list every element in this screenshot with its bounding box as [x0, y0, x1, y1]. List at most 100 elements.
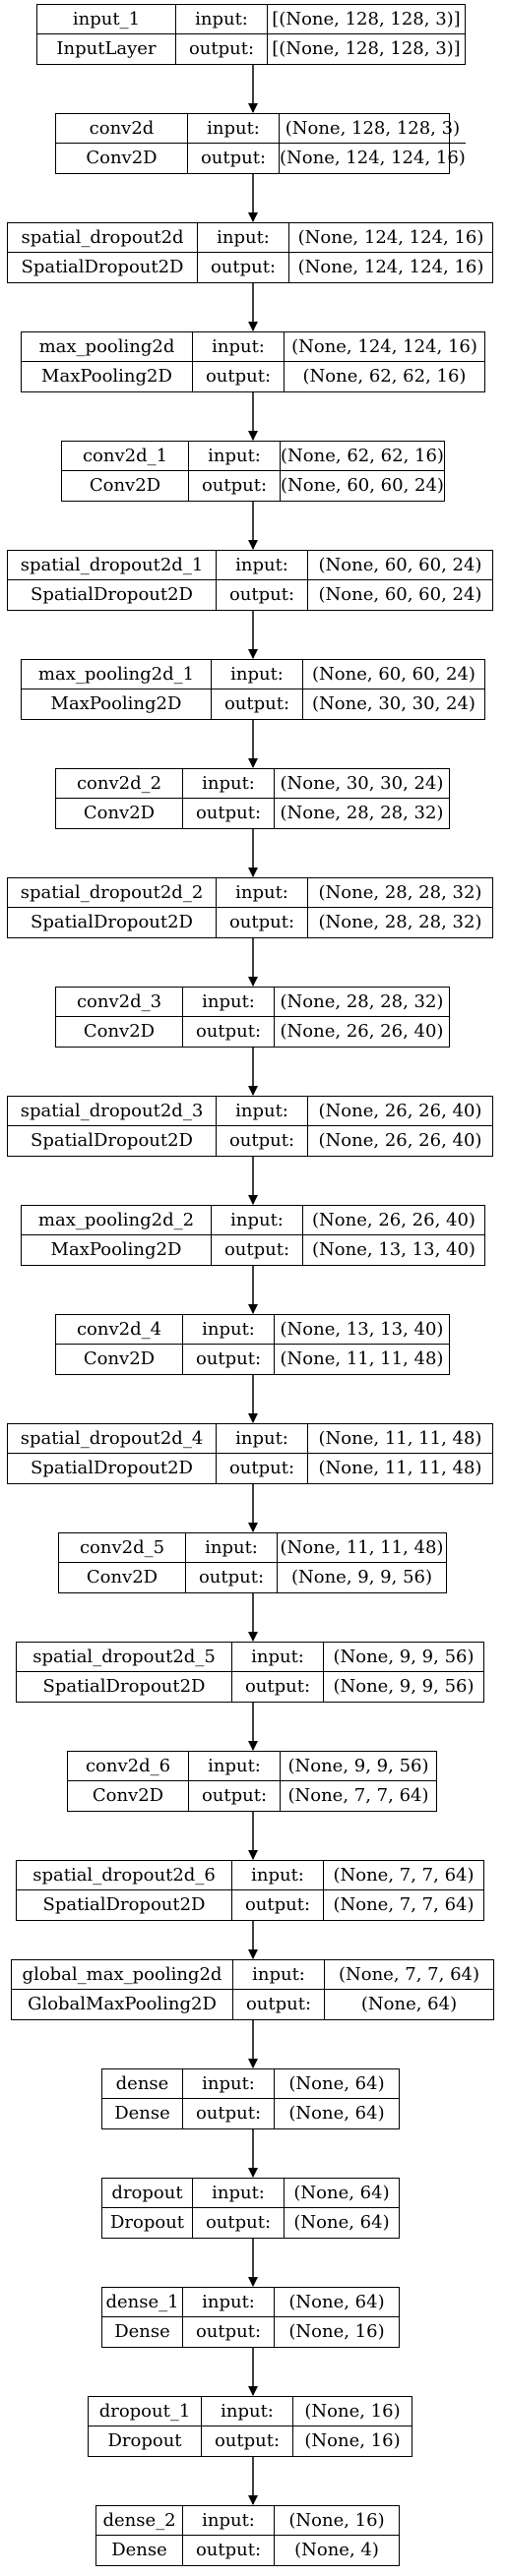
output-label: output:: [183, 1017, 275, 1047]
input-shape: (None, 11, 11, 48): [278, 1533, 446, 1563]
output-label: output:: [186, 1563, 278, 1592]
output-label: output:: [233, 1990, 325, 2019]
layer-name: max_pooling2d_1: [22, 660, 212, 689]
layer-type: Conv2D: [56, 1017, 183, 1047]
input-label: input:: [212, 1206, 303, 1235]
output-shape: (None, 30, 30, 24): [312, 693, 475, 714]
layer-name: spatial_dropout2d_2: [8, 878, 217, 908]
layer-name: conv2d_4: [56, 1315, 183, 1345]
layer-type: SpatialDropout2D: [8, 908, 217, 937]
output-shape: (None, 64): [293, 2212, 390, 2233]
layer-type: Dense: [96, 2536, 183, 2565]
layer-type: Conv2D: [59, 1563, 186, 1592]
output-shape: (None, 124, 124, 16): [280, 148, 466, 168]
input-shape: (None, 64): [275, 2288, 399, 2317]
output-label: output:: [232, 1672, 324, 1702]
layer-type: SpatialDropout2D: [17, 1672, 232, 1702]
input-label: input:: [198, 223, 289, 253]
output-label: output:: [217, 908, 308, 937]
layer-name: max_pooling2d: [22, 332, 193, 362]
input-label: input:: [193, 332, 285, 362]
input-shape: (None, 26, 26, 40): [303, 1206, 484, 1235]
layer-type: SpatialDropout2D: [8, 580, 217, 610]
input-label: input:: [183, 769, 275, 799]
output-label: output:: [188, 144, 280, 173]
layer-name: conv2d_2: [56, 769, 183, 799]
layer-type: MaxPooling2D: [22, 689, 212, 719]
input-label: input:: [233, 1960, 325, 1990]
layer-name: dropout: [102, 2179, 193, 2208]
input-shape: (None, 13, 13, 40): [275, 1315, 449, 1345]
input-label: input:: [188, 114, 280, 144]
input-label: input:: [212, 660, 303, 689]
input-label: input:: [202, 2397, 293, 2426]
layer-name: dense_2: [96, 2506, 183, 2536]
layer-type: Conv2D: [56, 799, 183, 828]
layer-name: spatial_dropout2d_4: [8, 1424, 217, 1454]
layer-type: Dropout: [102, 2208, 193, 2238]
input-label: input:: [189, 1752, 281, 1781]
layer-type: SpatialDropout2D: [8, 1126, 217, 1156]
layer-type: Conv2D: [56, 144, 188, 173]
input-shape: (None, 9, 9, 56): [324, 1643, 483, 1672]
input-shape: (None, 60, 60, 24): [308, 551, 492, 580]
input-label: input:: [217, 1097, 308, 1126]
layer-type: Dense: [102, 2317, 183, 2347]
output-label: output:: [183, 799, 275, 828]
layer-type: Conv2D: [68, 1781, 189, 1811]
output-shape: (None, 124, 124, 16): [297, 257, 484, 277]
input-label: input:: [176, 5, 268, 34]
layer-name: dense_1: [102, 2288, 183, 2317]
layer-type: SpatialDropout2D: [8, 253, 198, 282]
input-shape: (None, 64): [275, 2069, 399, 2099]
output-shape: (None, 11, 11, 48): [318, 1458, 482, 1478]
layer-type: MaxPooling2D: [22, 362, 193, 391]
output-label: output:: [232, 1890, 324, 1920]
layer-name: conv2d_6: [68, 1752, 189, 1781]
input-label: input:: [189, 442, 281, 471]
layer-name: spatial_dropout2d_1: [8, 551, 217, 580]
input-label: input:: [186, 1533, 278, 1563]
layer-name: conv2d_1: [62, 442, 189, 471]
input-label: input:: [232, 1643, 324, 1672]
layer-name: spatial_dropout2d_3: [8, 1097, 217, 1126]
output-shape: (None, 11, 11, 48): [280, 1348, 444, 1369]
input-shape: (None, 60, 60, 24): [303, 660, 484, 689]
layer-type: InputLayer: [37, 34, 176, 64]
layer-name: spatial_dropout2d: [8, 223, 198, 253]
output-shape: (None, 62, 62, 16): [302, 366, 467, 387]
input-shape: (None, 16): [275, 2506, 399, 2536]
input-shape: (None, 7, 7, 64): [325, 1960, 493, 1990]
input-label: input:: [183, 2506, 275, 2536]
input-shape: (None, 124, 124, 16): [285, 332, 484, 362]
input-shape: (None, 16): [293, 2397, 412, 2426]
input-shape: (None, 30, 30, 24): [275, 769, 449, 799]
input-shape: (None, 62, 62, 16): [281, 442, 444, 471]
layer-name: conv2d_5: [59, 1533, 186, 1563]
layer-type: GlobalMaxPooling2D: [12, 1990, 233, 2019]
output-label: output:: [193, 362, 285, 391]
output-shape: [(None, 128, 128, 3)]: [272, 38, 461, 59]
output-label: output:: [193, 2208, 285, 2238]
output-shape: (None, 16): [304, 2430, 401, 2451]
output-shape: (None, 60, 60, 24): [281, 475, 444, 496]
layer-name: max_pooling2d_2: [22, 1206, 212, 1235]
output-shape: (None, 26, 26, 40): [318, 1130, 482, 1151]
